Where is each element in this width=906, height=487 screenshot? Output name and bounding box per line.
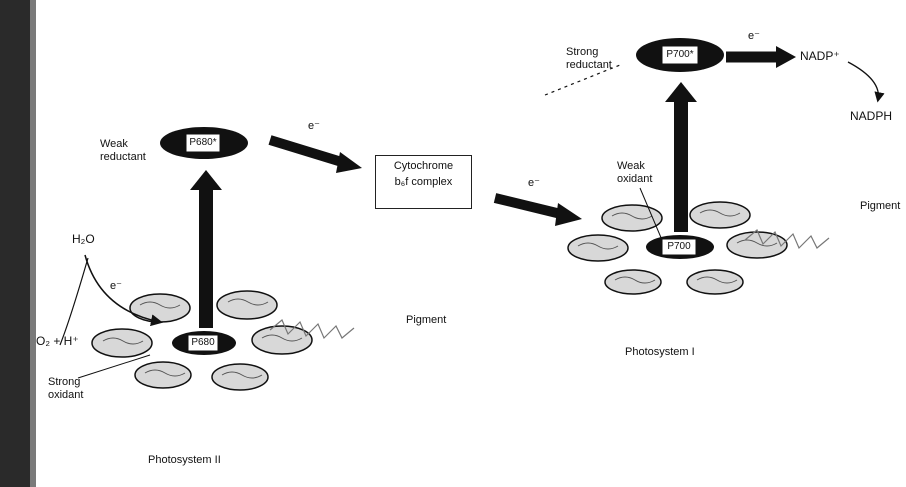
p680-bottom-label: P680 bbox=[188, 337, 218, 349]
strong-reductant-label: Strong reductant bbox=[566, 46, 612, 72]
cytochrome-in-electron-label: e⁻ bbox=[308, 120, 320, 133]
p700-to-nadp-arrow-head bbox=[776, 46, 796, 68]
ps1-caption: Photosystem I bbox=[625, 346, 695, 358]
cytochrome-to-ps1-arrow-head bbox=[555, 203, 582, 226]
o2-h-label: O₂ + H⁺ bbox=[36, 335, 79, 348]
ps2-excitation-arrow-head bbox=[190, 170, 222, 190]
weak-oxidant-label: Weak oxidant bbox=[617, 160, 652, 186]
weak-reductant-label: Weak reductant bbox=[100, 138, 146, 164]
ps2-water-electron-label: e⁻ bbox=[110, 280, 122, 293]
nadph-label: NADPH bbox=[850, 110, 892, 123]
nadp-reduction-curve bbox=[848, 62, 878, 100]
cytochrome-out-electron-label: e⁻ bbox=[528, 177, 540, 190]
ps1-excitation-arrow-head bbox=[665, 82, 697, 102]
h2o-label: H₂O bbox=[72, 233, 95, 246]
water-oxidation-curve bbox=[60, 258, 88, 345]
p700-bottom-label: P700 bbox=[662, 241, 696, 253]
ps2-to-cytochrome-arrow bbox=[270, 140, 345, 163]
ps1-electron-label: e⁻ bbox=[748, 30, 760, 43]
ps2-to-cytochrome-arrow-head bbox=[336, 152, 362, 173]
ps2-caption: Photosystem II bbox=[148, 454, 221, 466]
cytochrome-b6f-box: Cytochrome b₆f complex bbox=[375, 155, 472, 209]
ps2-excitation-arrow-shaft bbox=[199, 188, 213, 328]
scan-margin-edge bbox=[30, 0, 36, 487]
strong-oxidant-label: Strong oxidant bbox=[48, 376, 83, 402]
cytochrome-line2: b₆f complex bbox=[376, 174, 471, 190]
nadp-label: NADP⁺ bbox=[800, 50, 840, 63]
p680-top-label: P680* bbox=[186, 137, 220, 149]
cytochrome-to-ps1-arrow bbox=[495, 198, 565, 215]
p700-top-label: P700* bbox=[662, 49, 698, 61]
cytochrome-line1: Cytochrome bbox=[376, 158, 471, 174]
ps1-pigment-label: Pigment bbox=[860, 200, 900, 213]
ps1-excitation-arrow-shaft bbox=[674, 100, 688, 232]
ps2-pigment-label: Pigment bbox=[406, 314, 446, 327]
scan-margin bbox=[0, 0, 30, 487]
